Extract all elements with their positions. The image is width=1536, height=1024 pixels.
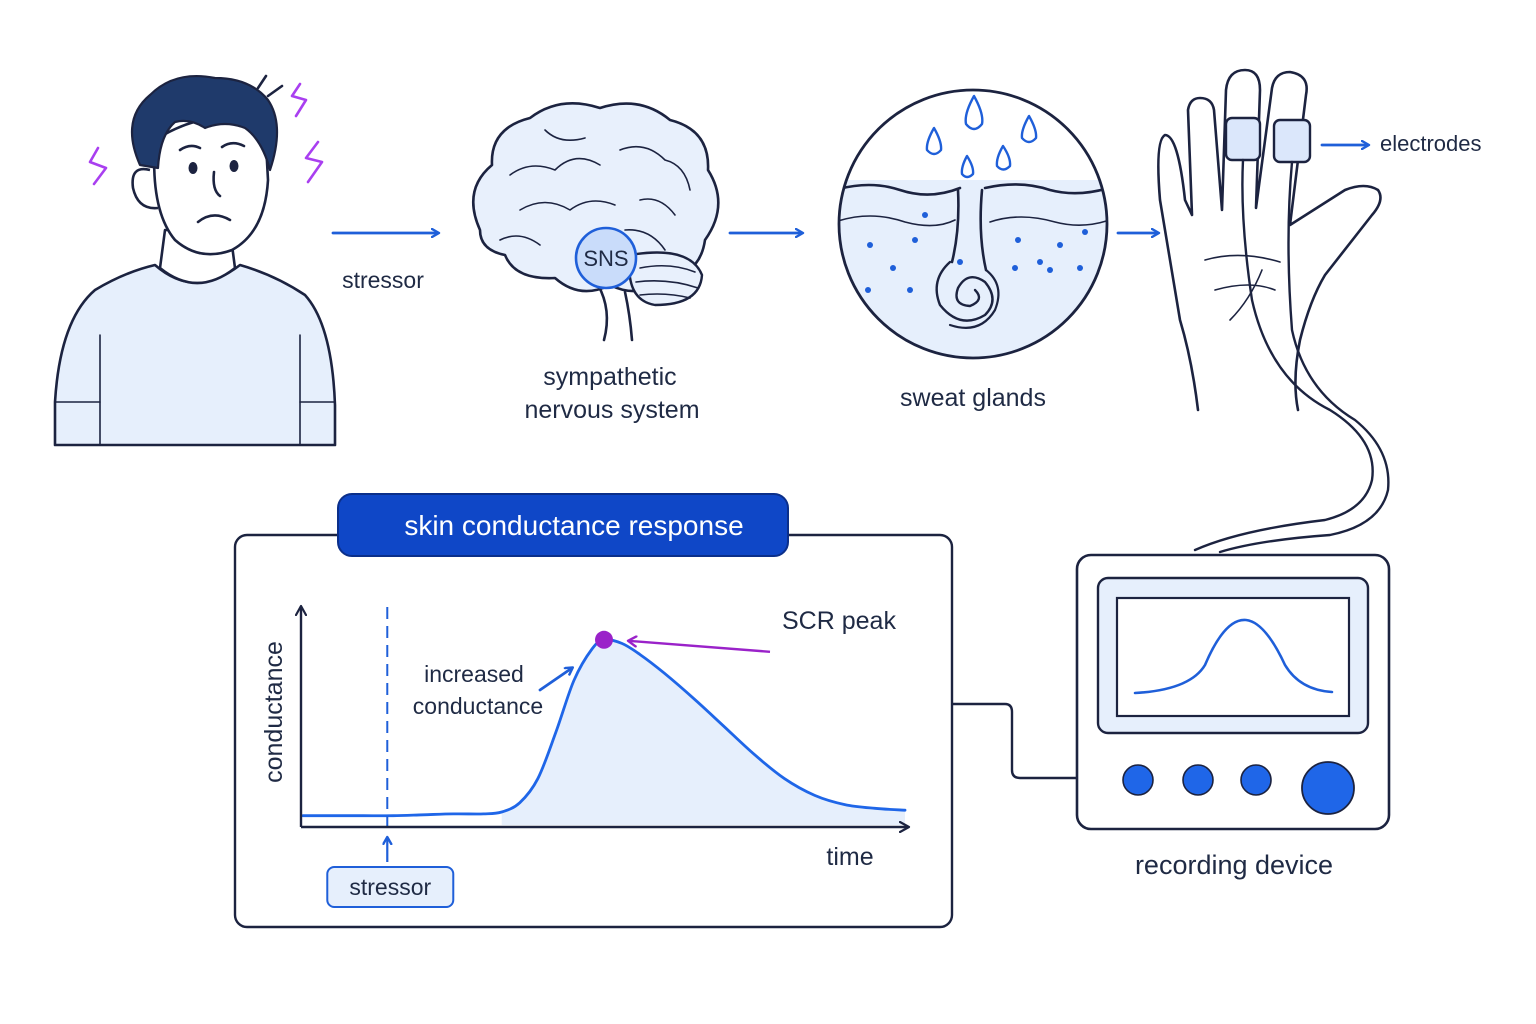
increase-arrow — [538, 668, 572, 692]
chart-header: skin conductance response — [404, 510, 743, 541]
stressor-tag-box — [326, 866, 455, 908]
increase-label-line1: increased — [424, 661, 524, 687]
sns-badge-text: SNS — [583, 246, 628, 271]
scr-peak-label: SCR peak — [782, 607, 896, 635]
scr-peak-arrow — [628, 641, 771, 653]
recording-device-label: recording device — [1135, 850, 1333, 880]
device-button-1[interactable] — [1122, 764, 1154, 796]
device-dial[interactable] — [1301, 761, 1355, 815]
device-cable — [952, 702, 1077, 780]
sweat-glands-label: sweat glands — [900, 384, 1046, 412]
scr-chart-plot — [301, 607, 908, 908]
stressor-label: stressor — [342, 267, 424, 293]
device-button-3[interactable] — [1240, 764, 1272, 796]
y-axis-label: conductance — [260, 641, 288, 783]
x-axis-label: time — [826, 843, 873, 871]
sweat-gland-illustration — [837, 88, 1109, 360]
scr-curve — [301, 638, 907, 818]
sns-badge — [574, 226, 638, 290]
electrodes-label: electrodes — [1380, 131, 1482, 156]
electrode-2 — [1272, 118, 1312, 164]
stressed-person-illustration — [53, 74, 337, 447]
brain-illustration — [472, 102, 720, 342]
sns-label-line2: nervous system — [524, 396, 699, 424]
chart-header-box — [337, 493, 789, 557]
sns-label-line1: sympathetic — [543, 363, 676, 391]
scr-area-fill — [501, 639, 905, 825]
electrode-1 — [1224, 116, 1262, 162]
device-screen-waveform — [1133, 618, 1334, 695]
hand-illustration — [1157, 68, 1390, 554]
device-button-2[interactable] — [1182, 764, 1214, 796]
recording-device — [1075, 553, 1391, 831]
scr-peak-marker — [595, 630, 613, 649]
stressor-tag-label: stressor — [349, 874, 431, 900]
increase-label-line2: conductance — [413, 693, 543, 719]
